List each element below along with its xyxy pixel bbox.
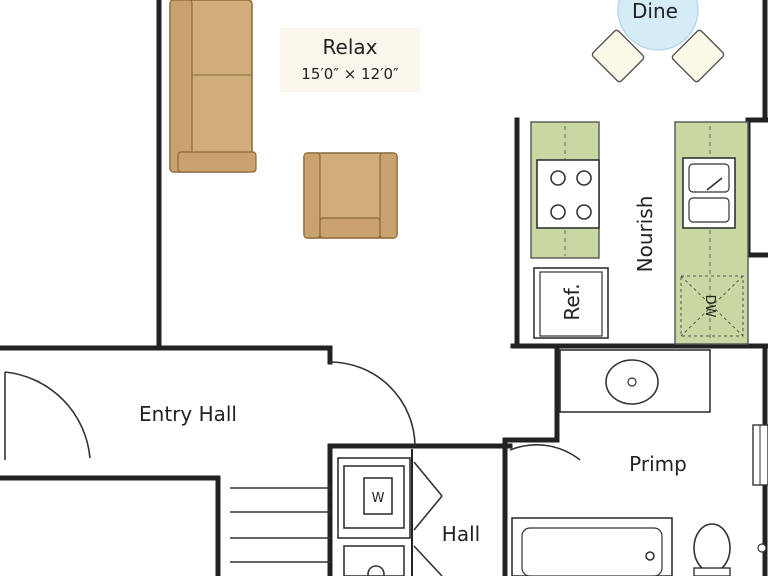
relax-label-bg bbox=[280, 28, 420, 92]
sofa bbox=[169, 0, 257, 173]
primp-room-label: Primp bbox=[629, 452, 687, 476]
armchair bbox=[303, 152, 398, 239]
hall-room-label: Hall bbox=[442, 522, 480, 546]
entry-door bbox=[4, 361, 416, 460]
bathtub bbox=[511, 517, 673, 576]
kitchen-right-counter bbox=[674, 121, 749, 345]
stairs bbox=[230, 487, 330, 563]
dining-set bbox=[591, 0, 725, 83]
kitchen-left-counter bbox=[530, 121, 600, 259]
bathroom-vanity bbox=[559, 349, 711, 413]
dine-room-label: Dine bbox=[632, 0, 678, 23]
towel-hook bbox=[757, 543, 767, 553]
nourish-room-label: Nourish bbox=[633, 196, 657, 273]
relax-room-label: Relax bbox=[323, 35, 378, 59]
toilet bbox=[693, 523, 731, 576]
dishwasher-label: DW bbox=[702, 295, 717, 318]
entry-hall-room-label: Entry Hall bbox=[139, 402, 237, 426]
refrigerator bbox=[533, 267, 609, 339]
bathroom-window bbox=[752, 424, 768, 486]
washer-label: W bbox=[372, 491, 385, 506]
refrigerator-label: Ref. bbox=[560, 283, 584, 320]
primp-door bbox=[509, 444, 581, 461]
laundry-closet bbox=[337, 449, 443, 576]
relax-dimensions: 15′0″ × 12′0″ bbox=[301, 65, 399, 83]
